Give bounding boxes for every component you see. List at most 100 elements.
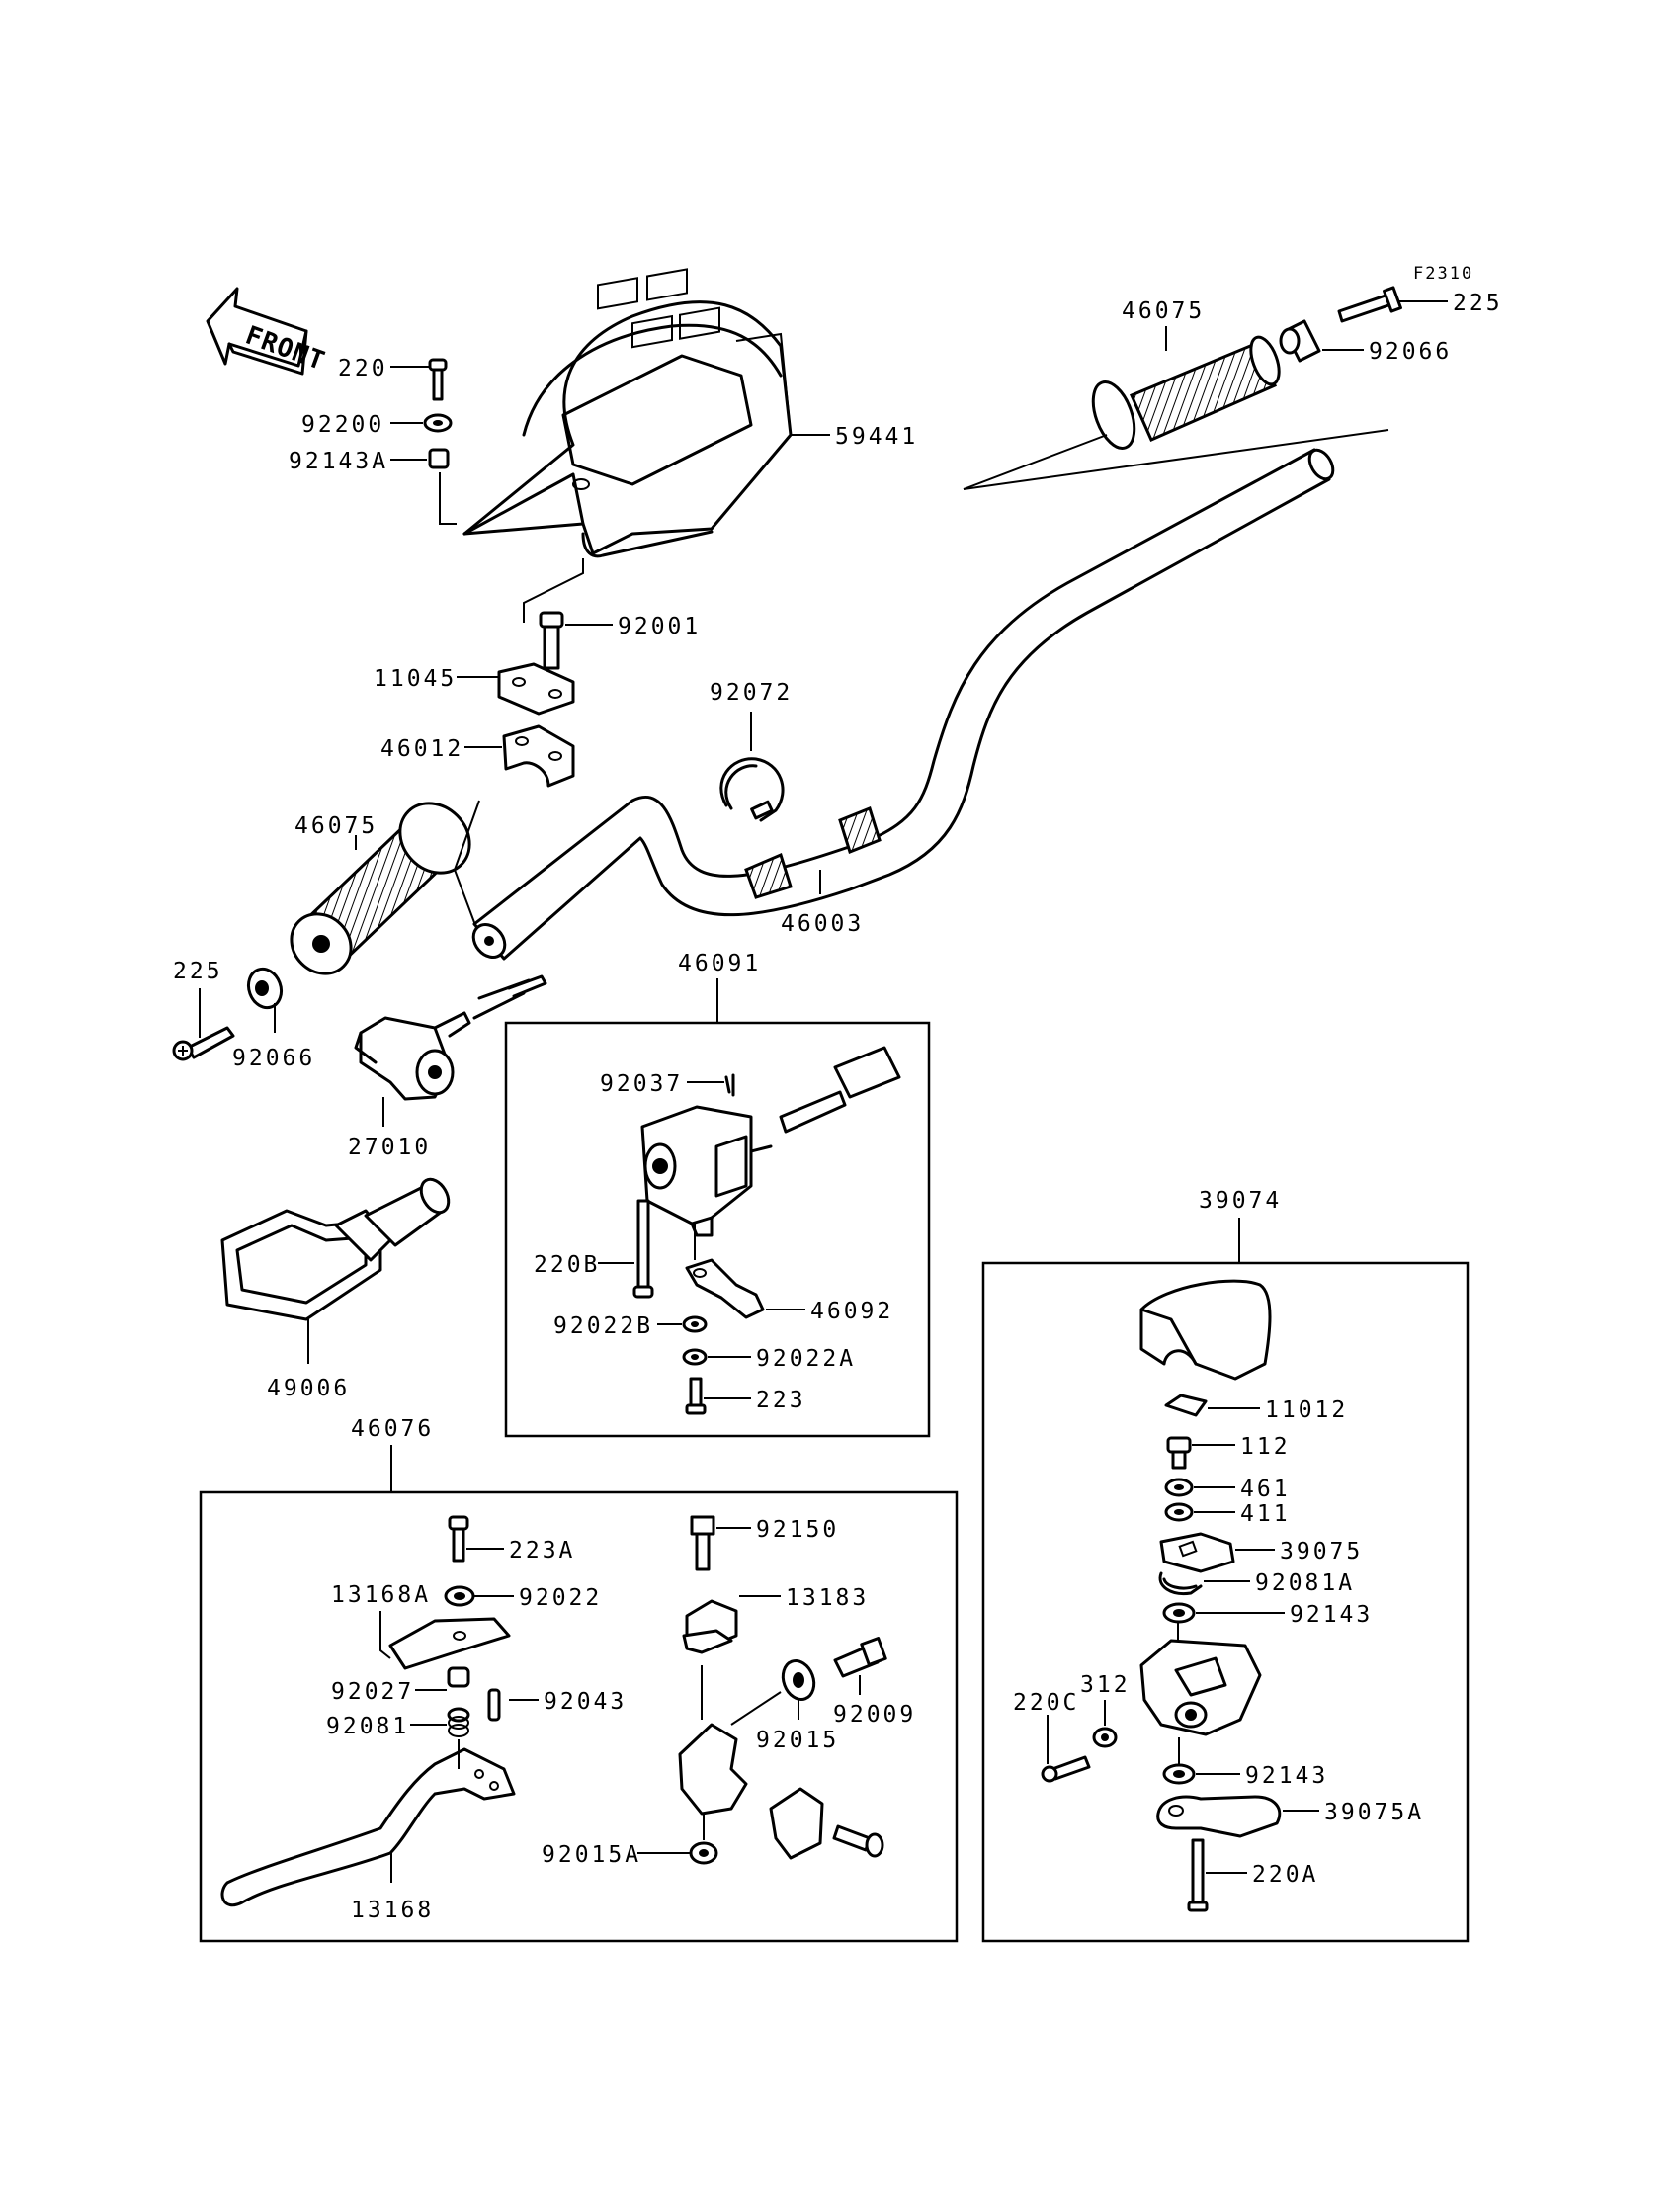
label-92037: 92037: [600, 1071, 683, 1097]
label-39075: 39075: [1280, 1539, 1363, 1564]
bracket-13168A: [388, 1617, 511, 1670]
bolt-bracket: [832, 1824, 884, 1858]
throttle-cover-49006: [220, 1177, 451, 1321]
throttle-case-27010: [354, 974, 547, 1101]
label-220C: 220C: [1013, 1690, 1079, 1716]
washer-92022B: [682, 1315, 708, 1333]
bracket-39075: [1159, 1532, 1235, 1573]
label-220: 220: [338, 356, 388, 381]
label-92081: 92081: [326, 1714, 409, 1739]
adjuster-92009: [833, 1637, 887, 1678]
screw-223: [685, 1377, 707, 1415]
label-92066-left: 92066: [232, 1046, 315, 1071]
label-92009: 92009: [833, 1702, 916, 1728]
cover-39074: [1139, 1279, 1272, 1381]
label-225-right: 225: [1453, 291, 1503, 316]
label-92001: 92001: [618, 614, 701, 639]
label-220B: 220B: [534, 1252, 600, 1278]
screw-220C: [1041, 1755, 1091, 1783]
box-39074-title: 39074: [1199, 1188, 1282, 1214]
bolt-92150: [690, 1515, 715, 1571]
clamp-lower-46012: [502, 724, 575, 788]
label-92143A: 92143A: [289, 449, 388, 474]
bolt-220: [428, 358, 448, 401]
label-46075-left: 46075: [294, 813, 378, 839]
handlebar-46003: [471, 448, 1335, 961]
label-13183: 13183: [786, 1585, 869, 1611]
pin-92037: [724, 1073, 735, 1097]
lever-39075A: [1156, 1795, 1282, 1838]
label-13168A: 13168A: [331, 1582, 431, 1608]
end-cap-92066-right: [1279, 319, 1321, 363]
washer-92143-top: [1162, 1602, 1196, 1624]
box-39074: [981, 1261, 1470, 1943]
label-92072: 92072: [710, 680, 793, 706]
spring-92081A: [1158, 1571, 1203, 1596]
clamp-upper-11045: [497, 662, 575, 716]
bolt-92001: [539, 611, 564, 670]
locknut-92015: [781, 1659, 816, 1701]
label-92143-top: 92143: [1290, 1602, 1373, 1628]
box-46091-title: 46091: [678, 951, 761, 976]
washer-92022: [444, 1585, 475, 1607]
label-220A: 220A: [1252, 1862, 1318, 1888]
label-13168: 13168: [351, 1898, 434, 1923]
label-92143-bottom: 92143: [1245, 1763, 1328, 1789]
screw-220A: [1187, 1838, 1209, 1912]
washer-92200: [423, 413, 453, 433]
front-arrow-icon: FRONT: [206, 287, 329, 377]
screw-223A: [448, 1515, 469, 1563]
label-92015: 92015: [756, 1728, 839, 1753]
grip-left-46075: [290, 802, 471, 975]
label-223: 223: [756, 1388, 806, 1413]
label-92022A: 92022A: [756, 1346, 856, 1372]
label-92150: 92150: [756, 1517, 839, 1543]
washer-92022A: [682, 1348, 708, 1366]
screw-225-right: [1337, 286, 1402, 323]
clip-11012: [1164, 1394, 1208, 1417]
label-411: 411: [1240, 1501, 1291, 1527]
label-223A: 223A: [509, 1538, 575, 1563]
nut-312: [1092, 1727, 1118, 1748]
label-92043: 92043: [544, 1689, 627, 1715]
label-11045: 11045: [374, 666, 457, 692]
ref-code: F2310: [1413, 264, 1473, 284]
label-46003: 46003: [781, 911, 864, 937]
label-92015A: 92015A: [542, 1842, 641, 1868]
label-112: 112: [1240, 1434, 1291, 1460]
screw-225-left: [172, 1026, 235, 1061]
label-92022B: 92022B: [553, 1313, 653, 1339]
label-461: 461: [1240, 1477, 1291, 1502]
collar-92027: [447, 1666, 470, 1688]
label-46092: 46092: [810, 1299, 893, 1324]
label-39075A: 39075A: [1324, 1800, 1424, 1825]
label-92081A: 92081A: [1255, 1570, 1355, 1596]
label-49006: 49006: [267, 1376, 350, 1401]
lever-13168: [220, 1747, 516, 1906]
collar-92143A: [428, 448, 450, 469]
spring-92081: [447, 1707, 470, 1737]
nut-92015A: [689, 1841, 718, 1865]
label-46012: 46012: [380, 736, 463, 762]
label-92066-right: 92066: [1369, 339, 1452, 365]
label-27010: 27010: [348, 1135, 431, 1160]
clamp-13183: [682, 1599, 738, 1654]
lever-46092: [685, 1258, 765, 1319]
box-46076-title: 46076: [351, 1416, 434, 1442]
label-11012: 11012: [1265, 1397, 1348, 1423]
band-92072: [719, 757, 785, 822]
washer-92143-bottom: [1162, 1763, 1196, 1785]
label-92027: 92027: [331, 1679, 414, 1705]
box-46076: [199, 1490, 959, 1943]
box-46091: [504, 1021, 931, 1438]
label-92200: 92200: [301, 412, 384, 438]
label-59441: 59441: [835, 424, 918, 450]
label-92022: 92022: [519, 1585, 602, 1611]
end-cap-92066-left: [246, 967, 284, 1010]
screw-112: [1166, 1436, 1192, 1470]
label-312: 312: [1080, 1672, 1131, 1698]
screw-220B: [632, 1199, 654, 1299]
switch-housing-46091: [640, 1046, 901, 1237]
grip-right-46075: [1091, 335, 1281, 450]
